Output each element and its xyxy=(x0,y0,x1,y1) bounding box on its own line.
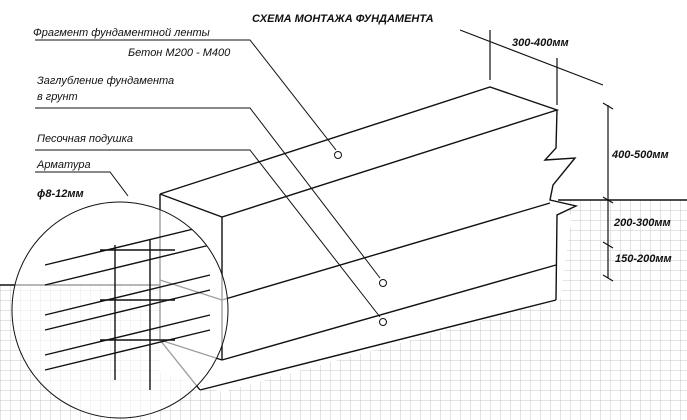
label-concrete: Бетон М200 - М400 xyxy=(128,47,231,59)
label-rebar-diameter: ϕ8-12мм xyxy=(37,188,84,200)
leader-lines xyxy=(35,39,381,318)
label-sand: Песочная подушка xyxy=(37,133,133,145)
marker-fragment xyxy=(334,151,342,159)
dim-depth: 200-300мм xyxy=(613,217,671,229)
dimension-lines xyxy=(459,29,614,282)
dim-width: 300-400мм xyxy=(512,37,569,49)
label-depth-1: Заглубление фундамента xyxy=(37,75,174,87)
marker-depth xyxy=(379,279,387,287)
dim-height-above: 400-500мм xyxy=(611,149,669,161)
rebar-magnifier xyxy=(11,201,229,419)
dim-sand: 150-200мм xyxy=(615,253,672,265)
label-depth-2: в грунт xyxy=(37,91,78,103)
label-rebar: Арматура xyxy=(36,159,91,171)
diagram-title: СХЕМА МОНТАЖА ФУНДАМЕНТА xyxy=(252,13,434,25)
marker-sand xyxy=(379,318,387,326)
label-fragment: Фрагмент фундаментной ленты xyxy=(33,27,210,39)
